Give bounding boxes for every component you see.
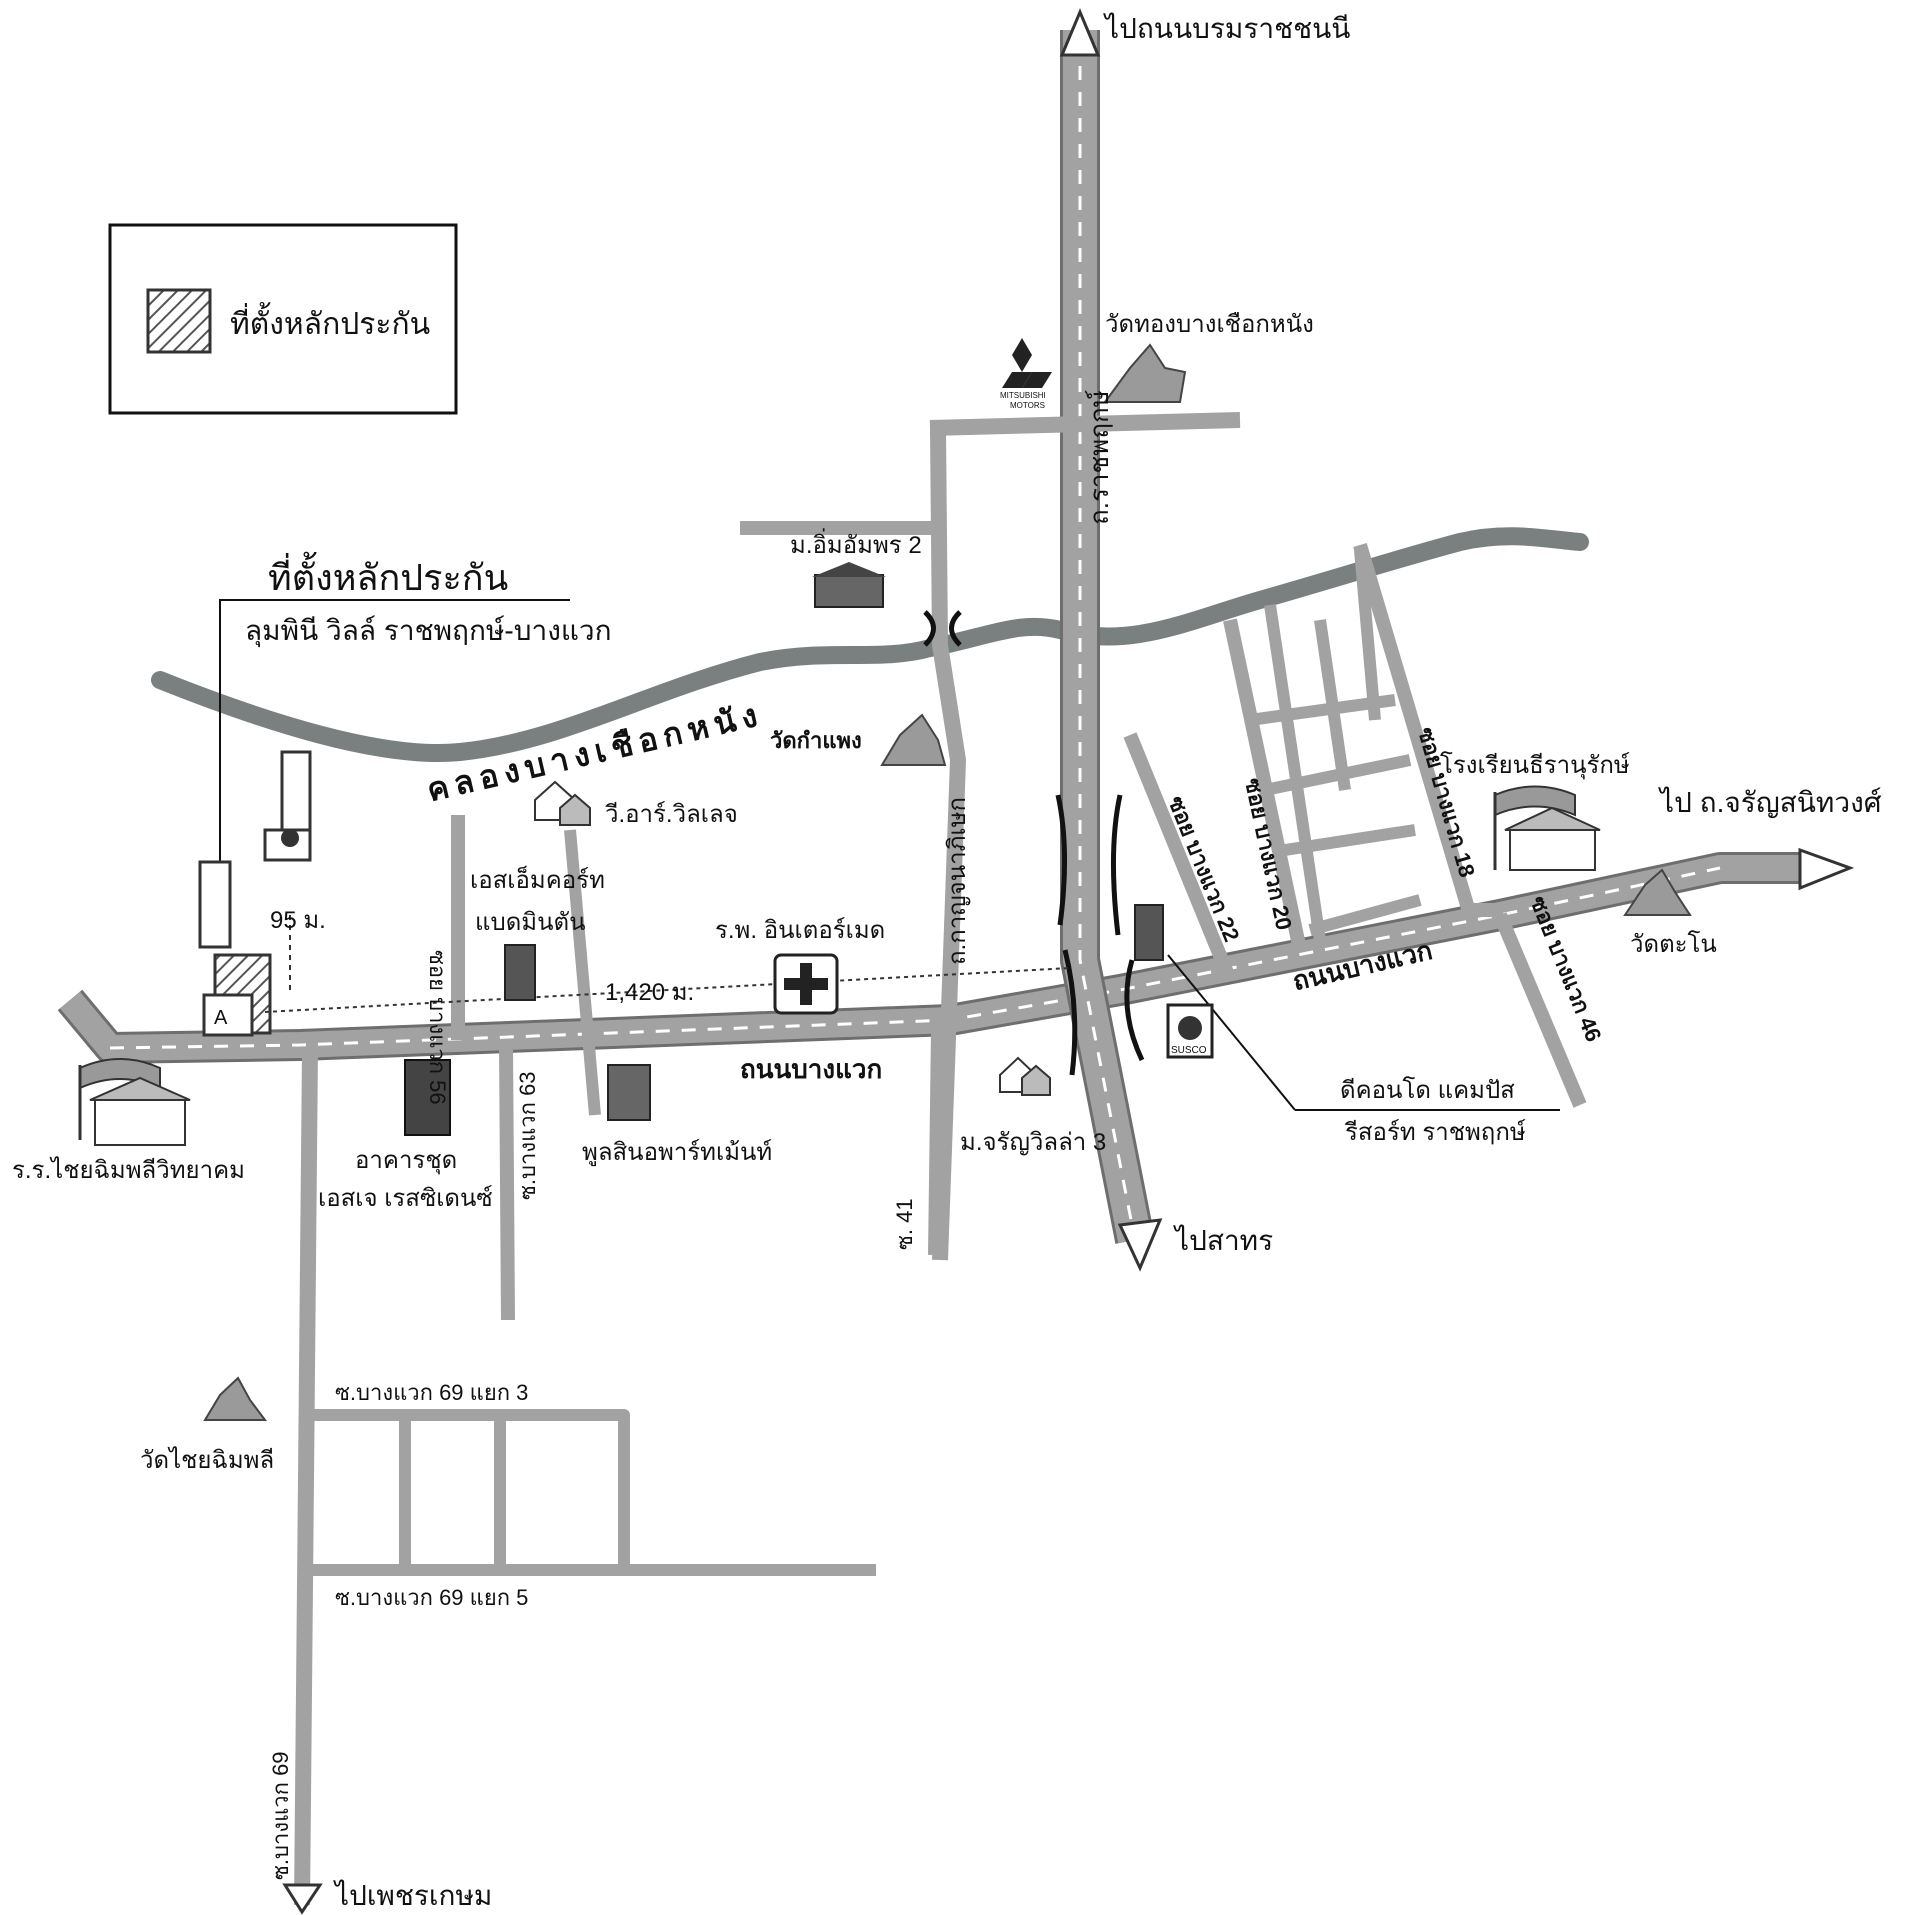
road-network	[57, 30, 1800, 1906]
label-dir-southwest: ไปเพชรเกษม	[333, 1880, 492, 1911]
label-wat-chaichimplee: วัดไชยฉิมพลี	[140, 1446, 274, 1474]
label-sj-1: อาคารชุด	[355, 1147, 457, 1175]
label-sm-sport-1: เอสเอ็มคอร์ท	[470, 865, 605, 894]
legend: ที่ตั้งหลักประกัน	[108, 223, 458, 415]
label-road-ratchaphruek: ถ.ราชพฤกษ์	[1084, 389, 1114, 525]
building-icon-dcondo	[1134, 904, 1164, 961]
road-north-ew	[929, 412, 1241, 436]
label-distance-long: 1,420 ม.	[605, 979, 694, 1006]
label-vr-village: วี.อาร์.วิลเลจ	[604, 800, 737, 828]
building-icon-sm-sport	[504, 944, 536, 1001]
house-icon-charan-villa	[999, 1056, 1051, 1096]
temple-icon-wat-kamphaeng	[880, 713, 947, 766]
label-site-title: ที่ตั้งหลักประกัน	[268, 551, 508, 598]
label-sm-sport-2: แบดมินตัน	[475, 909, 586, 936]
label-dcondo-2: รีสอร์ท ราชพฤกษ์	[1344, 1118, 1526, 1146]
svg-text:SUSCO: SUSCO	[1171, 1045, 1207, 1056]
label-dir-south: ไปสาทร	[1173, 1225, 1273, 1256]
label-road-kanchanaphisek: ถ.กาญจนาภิเษก	[944, 797, 971, 965]
landmark-icons: SUSCO	[78, 338, 1692, 1421]
road-soi-46	[1493, 912, 1587, 1108]
label-school-thiranurak: โรงเรียนธีรานุรักษ์	[1440, 751, 1630, 780]
building-icon-im-amporn	[812, 562, 886, 608]
label-road-soi-41: ซ. 41	[892, 1198, 917, 1250]
label-road-soi-56: ซอย บางแวก 56	[425, 950, 450, 1105]
interchange-marks	[1055, 794, 1145, 1076]
label-distance-short: 95 ม.	[270, 907, 326, 934]
arrow-south-icon	[1117, 1218, 1163, 1272]
school-icon-thiranurak	[1493, 785, 1601, 871]
site-marker: A	[198, 599, 1071, 1037]
road-soi-69	[294, 1049, 318, 1906]
label-school-chaichimplee: ร.ร.ไชยฉิมพลีวิทยาคม	[12, 1156, 245, 1184]
label-road-main-lower: ถนนบางแวก	[740, 1054, 882, 1084]
label-wat-tano: วัดตะโน	[1630, 930, 1717, 958]
road-soi-18	[1353, 543, 1477, 917]
label-dir-north: ไปถนนบรมราชชนนี	[1103, 13, 1350, 44]
hospital-icon	[773, 953, 839, 1015]
label-wat-thong: วัดทองบางเชือกหนัง	[1105, 311, 1314, 338]
label-dcondo-1: ดีคอนโด แคมปัส	[1340, 1076, 1515, 1104]
mitsubishi-logo-icon	[1002, 338, 1052, 388]
arrow-southwest-icon	[282, 1883, 323, 1915]
temple-icon-wat-thong	[1103, 343, 1187, 403]
site-building-a	[202, 993, 254, 1037]
building-icon-sj-residence	[404, 1059, 451, 1136]
site-building-3	[198, 860, 232, 949]
school-icon-chaichimplee	[78, 1058, 191, 1146]
arrow-east-icon	[1798, 847, 1855, 891]
label-sj-2: เอสเจ เรสซิเดนซ์	[318, 1184, 493, 1212]
legend-hatch-swatch	[146, 288, 212, 354]
label-road-soi-69-3: ซ.บางแวก 69 แยก 3	[335, 1380, 528, 1405]
road-soi-22	[1123, 732, 1235, 978]
label-dir-east: ไป ถ.จรัญสนิทวงศ์	[1658, 787, 1882, 818]
arrow-north-icon	[1059, 8, 1101, 57]
site-pool-icon	[281, 829, 299, 847]
label-wat-kamphaeng: วัดกำแพง	[770, 728, 862, 753]
legend-label: ที่ตั้งหลักประกัน	[230, 302, 430, 341]
road-soi-63	[499, 1044, 515, 1321]
temple-icon-wat-chaichimplee	[203, 1376, 267, 1421]
label-poolsin: พูลสินอพาร์ทเม้นท์	[582, 1138, 772, 1167]
site-letter-a: A	[214, 1007, 228, 1029]
temple-icon-wat-tano	[1623, 868, 1692, 916]
bridge-east	[949, 610, 962, 647]
label-road-soi-69: ซ.บางแวก 69	[268, 1751, 293, 1880]
label-im-amporn: ม.อิ่มอัมพร 2	[790, 528, 922, 559]
road-soi-69-3	[308, 1409, 630, 1572]
label-road-soi-63: ซ.บางแวก 63	[515, 1071, 540, 1200]
building-icon-poolsin	[607, 1064, 651, 1121]
label-road-soi-69-5: ซ.บางแวก 69 แยก 5	[335, 1585, 528, 1610]
label-mitsubishi-1: MITSUBISHI	[1000, 391, 1046, 400]
susco-logo-icon: SUSCO	[1166, 1003, 1214, 1059]
road-kanchanaphisek	[930, 427, 966, 1261]
label-mitsubishi-2: MOTORS	[1010, 401, 1045, 410]
road-vr-village	[564, 829, 601, 1116]
house-icon-vr-village	[534, 780, 591, 826]
label-hospital: ร.พ. อินเตอร์เมด	[715, 916, 885, 944]
direction-arrows	[282, 8, 1855, 1915]
bridge-west	[923, 610, 936, 647]
site-callout-line	[219, 599, 570, 945]
road-soi-41	[928, 1029, 945, 1256]
label-site-name: ลุมพินี วิลล์ ราชพฤกษ์-บางแวก	[245, 615, 612, 648]
label-charan-villa: ม.จรัญวิลล่า 3	[960, 1129, 1106, 1156]
